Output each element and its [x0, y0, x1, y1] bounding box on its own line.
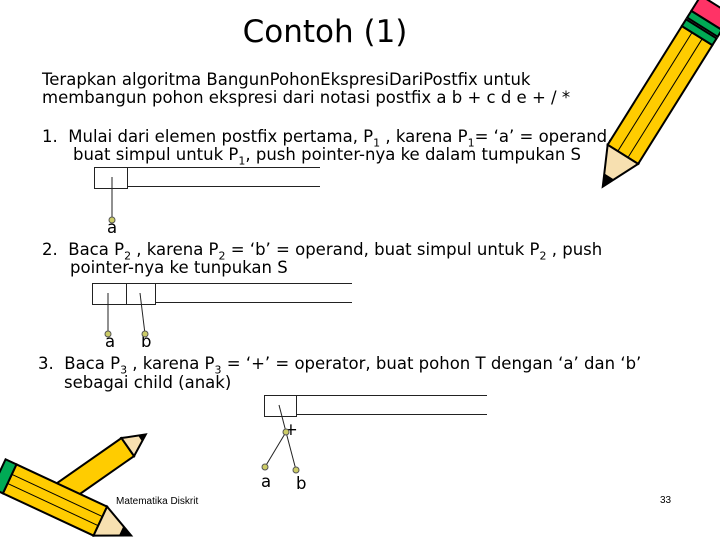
node-marker	[262, 464, 268, 470]
node-marker	[283, 429, 289, 435]
node-marker	[293, 467, 299, 473]
node-marker	[142, 331, 148, 337]
pointer-line	[279, 405, 286, 432]
pencil-icon	[0, 459, 138, 540]
node-marker	[109, 217, 115, 223]
pointer-line	[140, 293, 145, 334]
node-marker	[105, 331, 111, 337]
tree-edge	[265, 432, 286, 467]
pencil-icon	[588, 0, 720, 196]
tree-edge	[286, 432, 296, 470]
